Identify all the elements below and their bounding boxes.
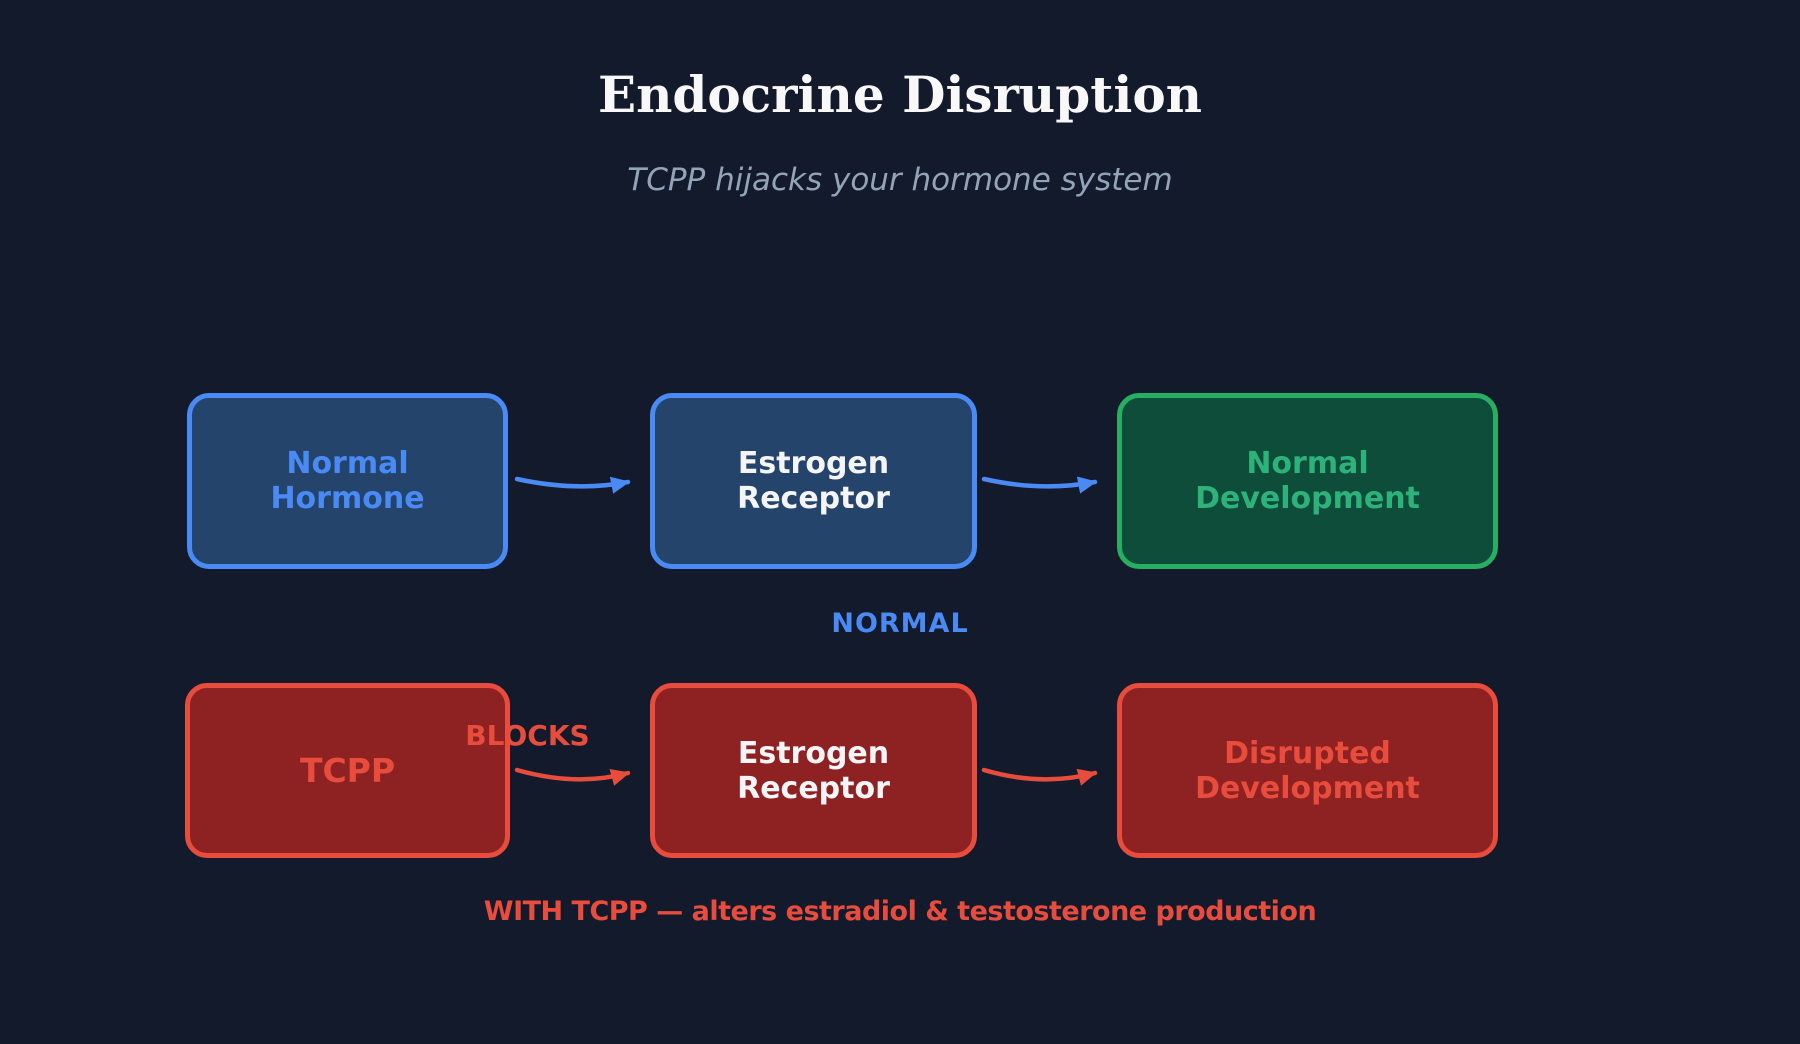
box-label-line: Normal <box>286 446 409 481</box>
arrow-tcpp-to-receptor-icon <box>514 767 631 786</box>
estrogen-receptor-normal-box: Estrogen Receptor <box>650 393 977 569</box>
box-label-line: TCPP <box>299 751 396 790</box>
tcpp-label: TCPP <box>300 753 395 788</box>
page-subtitle: TCPP hijacks your hormone system <box>627 162 1173 198</box>
normal-hormone-label: Normal Hormone <box>270 446 424 516</box>
disrupted-development-box: Disrupted Development <box>1117 683 1498 858</box>
box-label-line: Normal <box>1246 446 1369 481</box>
box-label-line: Hormone <box>270 481 425 516</box>
arrow-normal-hormone-to-receptor-icon <box>514 476 631 494</box>
normal-hormone-box: Normal Hormone <box>187 393 508 569</box>
box-label-line: Estrogen <box>737 735 890 771</box>
page-title: Endocrine Disruption <box>597 65 1203 124</box>
box-label-line: Estrogen <box>737 446 890 481</box>
estrogen-receptor-normal-label: Estrogen Receptor <box>737 446 890 516</box>
normal-development-label: Normal Development <box>1195 446 1420 516</box>
box-label-line: Receptor <box>737 770 890 806</box>
tcpp-row-caption: WITH TCPP — alters estradiol & testoster… <box>483 896 1317 927</box>
tcpp-box: TCPP <box>185 683 510 858</box>
box-label-line: Development <box>1195 481 1420 516</box>
box-label-line: Disrupted <box>1224 735 1391 771</box>
normal-development-box: Normal Development <box>1117 393 1498 569</box>
blocks-annotation: BLOCKS <box>465 719 590 752</box>
estrogen-receptor-tcpp-box: Estrogen Receptor <box>650 683 977 858</box>
estrogen-receptor-tcpp-label: Estrogen Receptor <box>737 736 890 806</box>
normal-row-caption: NORMAL <box>831 608 969 639</box>
arrow-receptor-to-disrupted-development-icon <box>981 767 1098 786</box>
box-label-line: Receptor <box>737 481 890 516</box>
disrupted-development-label: Disrupted Development <box>1195 736 1420 806</box>
box-label-line: Development <box>1195 770 1420 806</box>
arrow-receptor-to-normal-development-icon <box>981 476 1098 494</box>
